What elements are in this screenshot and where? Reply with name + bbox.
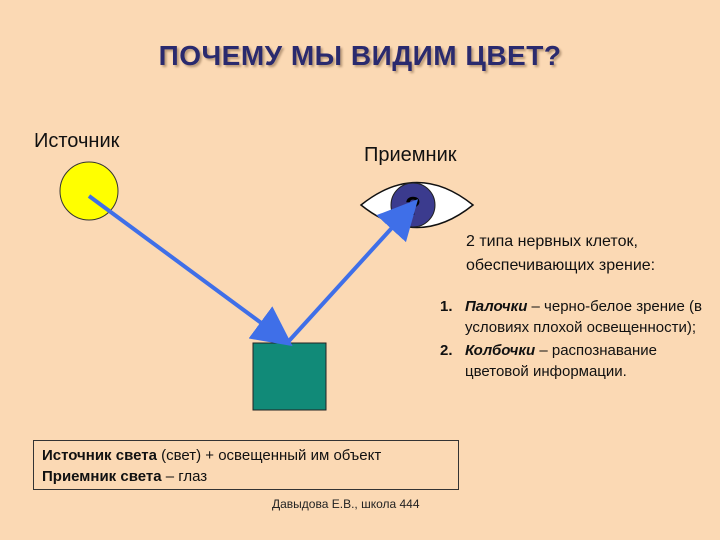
cell-term-rods: Палочки: [465, 298, 528, 315]
cell-desc-rods: – черно-белое зрение (в условиях плохой …: [465, 298, 702, 336]
summary-receiver-rest: – глаз: [161, 468, 208, 485]
cells-intro: 2 типа нервных клеток, обеспечивающих зр…: [466, 233, 656, 274]
summary-receiver-term: Приемник света: [42, 468, 162, 485]
summary-line-1: Источник света (свет) + освещенный им об…: [42, 445, 450, 466]
summary-box: Источник света (свет) + освещенный им об…: [33, 440, 459, 490]
list-item: 2. Колбочки – распознавание цветовой инфо…: [440, 340, 712, 382]
incident-ray-arrow: [87, 194, 293, 347]
list-item: 1. Палочки – черно-белое зрение (в услови…: [440, 296, 712, 338]
summary-source-term: Источник света: [42, 447, 157, 464]
illuminated-object: [252, 342, 327, 411]
page-title: ПОЧЕМУ МЫ ВИДИМ ЦВЕТ?: [158, 40, 562, 71]
list-number: 2.: [440, 342, 453, 359]
receiver-label: Приемник: [364, 144, 457, 166]
eye-pupil-mark: ?: [405, 191, 421, 221]
author-credit: Давыдова Е.В., школа 444: [272, 497, 420, 511]
summary-line-2: Приемник света – глаз: [42, 466, 450, 487]
cell-desc-cones: – распознавание цветовой информации.: [465, 342, 657, 380]
source-label: Источник: [34, 130, 120, 152]
summary-source-rest: (свет) + освещенный им объект: [156, 447, 382, 464]
cell-term-cones: Колбочки: [465, 342, 536, 359]
cell-types-list: 1. Палочки – черно-белое зрение (в услови…: [440, 296, 712, 384]
list-number: 1.: [440, 298, 453, 315]
eye-icon: ?: [359, 181, 475, 229]
reflected-ray-arrow: [286, 199, 419, 344]
